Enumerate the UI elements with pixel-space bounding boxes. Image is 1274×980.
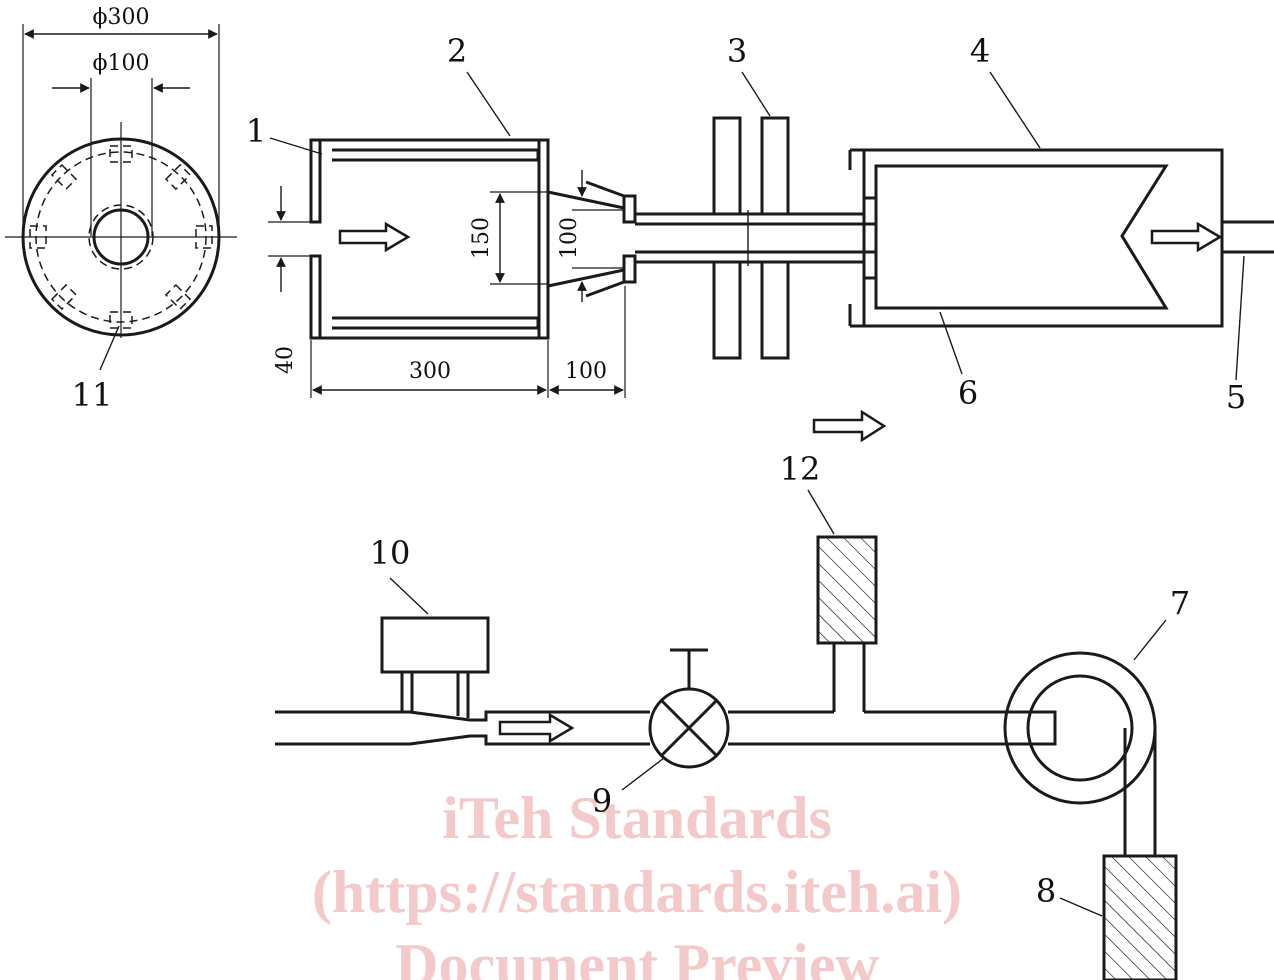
label-8: 8 [1036,872,1056,910]
filter-element [874,164,1169,310]
flange-left-top [712,116,742,216]
flow-arrow-inlet [338,221,411,253]
flow-arrow-bottom [498,712,575,744]
label-4: 4 [970,32,990,70]
collector-8 [1102,854,1178,980]
label-6: 6 [958,374,978,412]
watermark: iTeh Standards (https://standards.iteh.a… [312,785,962,980]
pump-inner [1026,674,1134,782]
dim-length-main: 300 [409,359,451,384]
watermark-line2: (https://standards.iteh.ai) [312,859,962,925]
end-view: ϕ300 ϕ100 11 [5,5,237,414]
flange-right-top [760,116,790,216]
flow-meter-box [380,616,490,674]
dim-inlet-gap: 40 [273,346,298,374]
label-1: 1 [246,112,266,150]
label-2: 2 [447,32,467,70]
dim-cone-inner: 100 [557,217,582,259]
chamber [862,148,1224,328]
label-7: 7 [1170,584,1190,622]
label-5: 5 [1226,378,1246,416]
label-10: 10 [370,534,411,572]
label-11: 11 [72,376,113,414]
flange-right-bottom [760,260,790,360]
pressure-gauge-12 [816,535,878,645]
watermark-line1: iTeh Standards [442,785,832,851]
dashed-tabs [29,145,213,329]
side-section: 40 300 100 150 100 1 2 3 4 5 6 [246,32,1274,443]
label-3: 3 [727,32,747,70]
label-9: 9 [592,782,612,820]
dim-cone-outer: 150 [469,217,494,259]
dim-outer-diameter: ϕ300 [93,5,150,30]
dim-inner-diameter: ϕ100 [93,51,150,76]
label-12: 12 [780,450,821,488]
dim-length-cone: 100 [565,359,607,384]
watermark-line3: Document Preview [395,932,879,980]
flow-direction-arrow [812,409,887,443]
sampling-system: 10 9 12 7 8 [275,450,1190,980]
flange-left-bottom [712,260,742,360]
flow-arrow-outlet [1150,221,1223,253]
